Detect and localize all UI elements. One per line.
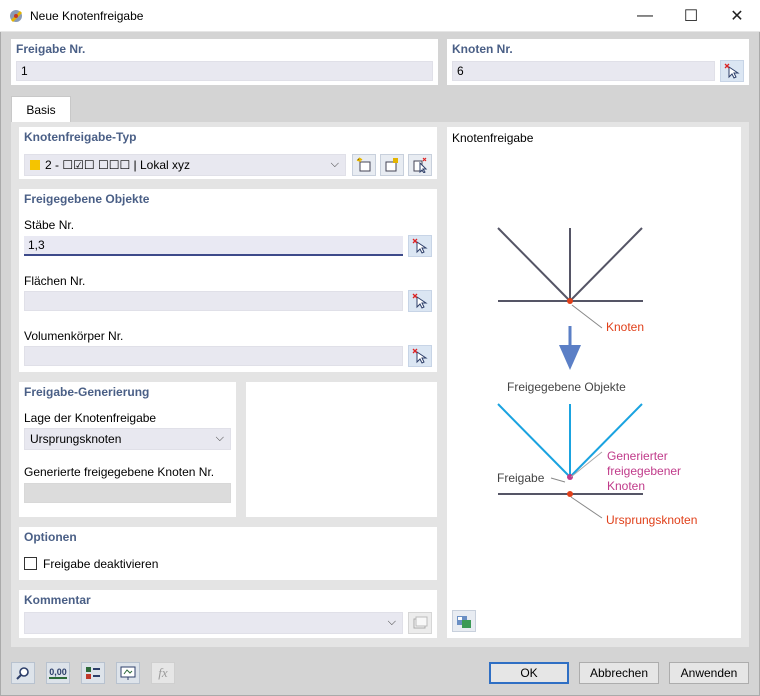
deactivate-checkbox[interactable]: [24, 557, 37, 570]
generation-extra-panel: [246, 382, 437, 517]
options-title: Optionen: [24, 530, 77, 544]
origin-leader-line: [570, 496, 603, 519]
search-icon: [16, 667, 29, 680]
list-info-icon: [86, 667, 100, 679]
knoten-nr-label: Knoten Nr.: [452, 42, 513, 56]
pick-cursor-icon: [412, 348, 428, 364]
generated-leader-line: [570, 451, 603, 478]
apply-button[interactable]: Anwenden: [669, 662, 749, 684]
freigabe-nr-label: Freigabe Nr.: [16, 42, 86, 56]
label-released-objects: Freigegebene Objekte: [507, 380, 626, 394]
title-bar: Neue Knotenfreigabe — ☐ ✕: [0, 0, 760, 32]
units-button[interactable]: 0,00: [46, 662, 70, 684]
chevron-down-icon: ⌵: [330, 158, 339, 170]
objects-title: Freigegebene Objekte: [24, 192, 150, 206]
original-member-right: [569, 227, 643, 302]
comment-panel: Kommentar ⌵: [19, 590, 437, 638]
release-diagram: Knoten Freigegebene Objekte Generierter …: [497, 227, 697, 527]
pick-solids-button[interactable]: [408, 345, 432, 367]
units-icon: 0,00: [49, 667, 67, 679]
typ-color-swatch: [30, 160, 40, 170]
generated-node-dot: [567, 474, 573, 480]
typ-select[interactable]: 2 - ☐☑☐ ☐☐☐ | Lokal xyz ⌵: [24, 154, 346, 176]
generated-field: [24, 483, 231, 503]
position-select[interactable]: Ursprungsknoten ⌵: [24, 428, 231, 450]
freigabe-nr-field[interactable]: 1: [16, 61, 433, 81]
solids-field[interactable]: [24, 346, 403, 366]
window-title: Neue Knotenfreigabe: [30, 9, 144, 23]
chevron-down-icon: ⌵: [387, 616, 396, 628]
comment-title: Kommentar: [24, 593, 91, 607]
released-member-right: [569, 403, 643, 478]
original-member-left: [497, 227, 571, 302]
comment-input[interactable]: ⌵: [24, 612, 403, 634]
pick-from-model-icon: [413, 157, 428, 173]
pick-members-button[interactable]: [408, 235, 432, 257]
label-generated-2: freigegebener: [607, 464, 681, 478]
comment-library-button[interactable]: [408, 612, 432, 634]
surfaces-label: Flächen Nr.: [24, 274, 86, 288]
monitor-icon: [120, 666, 136, 680]
typ-selected-value: 2 - ☐☑☐ ☐☐☐ | Lokal xyz: [45, 158, 191, 172]
original-node-dot: [567, 298, 573, 304]
pick-node-button[interactable]: [720, 60, 744, 82]
pick-cursor-icon: [724, 63, 740, 79]
ok-button[interactable]: OK: [489, 662, 569, 684]
position-label: Lage der Knotenfreigabe: [24, 411, 157, 425]
chevron-down-icon: ⌵: [215, 432, 224, 444]
edit-type-button[interactable]: [380, 154, 404, 176]
minimize-button[interactable]: —: [637, 7, 653, 24]
tab-basis[interactable]: Basis: [11, 96, 71, 123]
cancel-button[interactable]: Abbrechen: [579, 662, 659, 684]
pick-cursor-icon: [412, 238, 428, 254]
members-field[interactable]: 1,3: [24, 236, 403, 256]
label-generated-3: Knoten: [607, 479, 645, 493]
generated-label: Generierte freigegebene Knoten Nr.: [24, 465, 215, 479]
label-generated-1: Generierter: [607, 449, 668, 463]
generation-title: Freigabe-Generierung: [24, 385, 150, 399]
release-leader-line: [550, 477, 566, 483]
search-button[interactable]: [11, 662, 35, 684]
label-origin: Ursprungsknoten: [606, 513, 697, 527]
label-node: Knoten: [606, 320, 644, 334]
label-release: Freigabe: [497, 471, 545, 485]
new-type-button[interactable]: [352, 154, 376, 176]
objects-panel: Freigegebene Objekte Stäbe Nr. 1,3 Fläch…: [19, 189, 437, 372]
options-panel: Optionen Freigabe deaktivieren: [19, 527, 437, 580]
pick-type-button[interactable]: [408, 154, 432, 176]
pick-surfaces-button[interactable]: [408, 290, 432, 312]
members-label: Stäbe Nr.: [24, 218, 75, 232]
preview-panel: Knotenfreigabe Knoten Freigegebene Objek…: [447, 127, 741, 638]
view-button[interactable]: [116, 662, 140, 684]
preview-options-button[interactable]: [452, 610, 476, 632]
pick-cursor-icon: [412, 293, 428, 309]
formula-button[interactable]: fx: [151, 662, 175, 684]
solids-label: Volumenkörper Nr.: [24, 329, 124, 343]
close-button[interactable]: ✕: [730, 8, 744, 25]
info-button[interactable]: [81, 662, 105, 684]
display-settings-icon: [457, 616, 471, 628]
typ-panel: Knotenfreigabe-Typ 2 - ☐☑☐ ☐☐☐ | Lokal x…: [19, 127, 437, 179]
edit-icon: [385, 158, 398, 172]
freigabe-nr-panel: Freigabe Nr. 1: [11, 39, 438, 85]
surfaces-field[interactable]: [24, 291, 403, 311]
released-member-left: [497, 403, 571, 478]
maximize-button[interactable]: ☐: [683, 8, 699, 25]
node-leader-line: [571, 304, 603, 329]
position-selected-value: Ursprungsknoten: [30, 432, 122, 446]
deactivate-label: Freigabe deaktivieren: [43, 557, 159, 571]
knoten-nr-panel: Knoten Nr. 6: [447, 39, 749, 85]
new-icon: [356, 157, 371, 172]
preview-title: Knotenfreigabe: [452, 131, 534, 145]
arrow-down-icon: [559, 345, 581, 370]
generation-panel: Freigabe-Generierung Lage der Knotenfrei…: [19, 382, 236, 517]
typ-title: Knotenfreigabe-Typ: [24, 130, 137, 144]
origin-node-dot: [567, 491, 573, 497]
comment-library-icon: [413, 616, 428, 629]
app-icon: [10, 10, 22, 22]
knoten-nr-field[interactable]: 6: [452, 61, 715, 81]
formula-icon: fx: [158, 665, 168, 680]
